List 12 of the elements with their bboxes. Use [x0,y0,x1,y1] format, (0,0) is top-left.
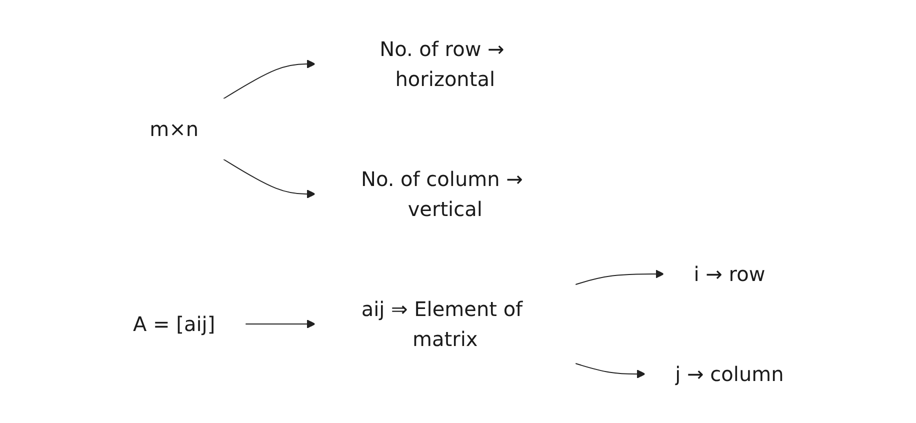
arrow [574,270,664,286]
node-text: No. of column → vertical [360,167,523,221]
node-text: m×n [149,117,198,141]
node-text: No. of row → horizontal [379,37,504,91]
arrow [244,320,316,328]
arrow [574,362,646,378]
arrow [222,60,316,100]
node-text: A = [aij] [132,312,215,336]
arrow [222,158,316,198]
node-text: i → row [693,262,765,286]
node-text: j → column [674,362,784,386]
node-text: aij ⇒ Element of matrix [360,297,522,351]
